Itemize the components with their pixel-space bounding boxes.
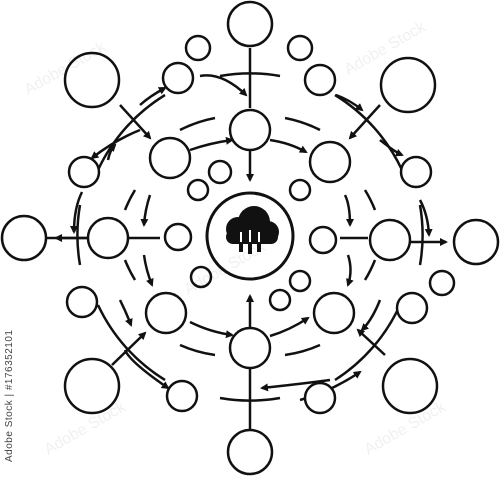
- center-hub: [205, 191, 295, 281]
- arrow: [379, 139, 404, 157]
- inner-ring: [123, 116, 377, 357]
- arrow: [189, 320, 234, 339]
- arrow: [346, 254, 354, 287]
- node-small: [428, 269, 456, 297]
- arrow: [140, 194, 152, 227]
- arrow: [418, 199, 433, 237]
- node-small: [286, 34, 314, 62]
- node-bottom-left: [63, 357, 121, 415]
- node-right: [452, 218, 500, 266]
- arrow: [356, 328, 386, 356]
- node-tiny: [288, 178, 312, 202]
- node-tiny: [308, 225, 338, 255]
- node-small: [303, 381, 337, 415]
- arrow: [269, 316, 310, 338]
- node-bottom-right: [381, 357, 439, 415]
- arrow: [335, 93, 364, 112]
- stock-id-label: Adobe Stock | #176352101: [4, 329, 15, 462]
- node-mid: [312, 291, 356, 335]
- node-small: [161, 61, 195, 95]
- arrow: [119, 104, 152, 140]
- arrow: [269, 138, 308, 154]
- node-small: [65, 285, 99, 319]
- arrow: [189, 136, 234, 152]
- node-small: [165, 379, 199, 413]
- node-small: [184, 34, 212, 62]
- node-tiny: [207, 159, 233, 185]
- cloud-network-icon: [226, 206, 279, 254]
- arrow: [111, 331, 147, 366]
- node-bottom: [226, 428, 274, 476]
- node-top: [226, 0, 274, 48]
- node-top-right: [379, 56, 437, 114]
- flow-arrows: [54, 74, 448, 402]
- node-mid: [144, 291, 188, 335]
- arrow: [139, 86, 167, 106]
- arrow: [260, 378, 331, 392]
- arrow: [343, 194, 354, 227]
- node-small: [67, 155, 101, 189]
- node-mid: [86, 216, 130, 260]
- node-small: [303, 63, 337, 97]
- node-tiny: [268, 288, 292, 312]
- arrow: [360, 299, 382, 332]
- arrow: [118, 299, 133, 327]
- node-tiny: [189, 265, 213, 289]
- node-tiny: [288, 269, 312, 293]
- node-mid: [368, 218, 412, 262]
- node-mid: [308, 140, 352, 184]
- node-small: [399, 155, 433, 189]
- arrow: [123, 349, 170, 390]
- node-mid: [148, 136, 192, 180]
- arrow: [199, 74, 248, 97]
- arrow: [90, 128, 141, 160]
- node-left: [0, 214, 48, 262]
- arrow: [70, 191, 84, 234]
- arrow: [348, 104, 381, 140]
- node-top-left: [63, 51, 121, 109]
- node-small: [395, 291, 429, 325]
- node-mid: [228, 108, 272, 152]
- node-mid: [228, 326, 272, 370]
- node-tiny: [163, 222, 193, 252]
- arrow: [106, 143, 117, 161]
- node-tiny: [186, 178, 210, 202]
- arrow: [142, 254, 154, 287]
